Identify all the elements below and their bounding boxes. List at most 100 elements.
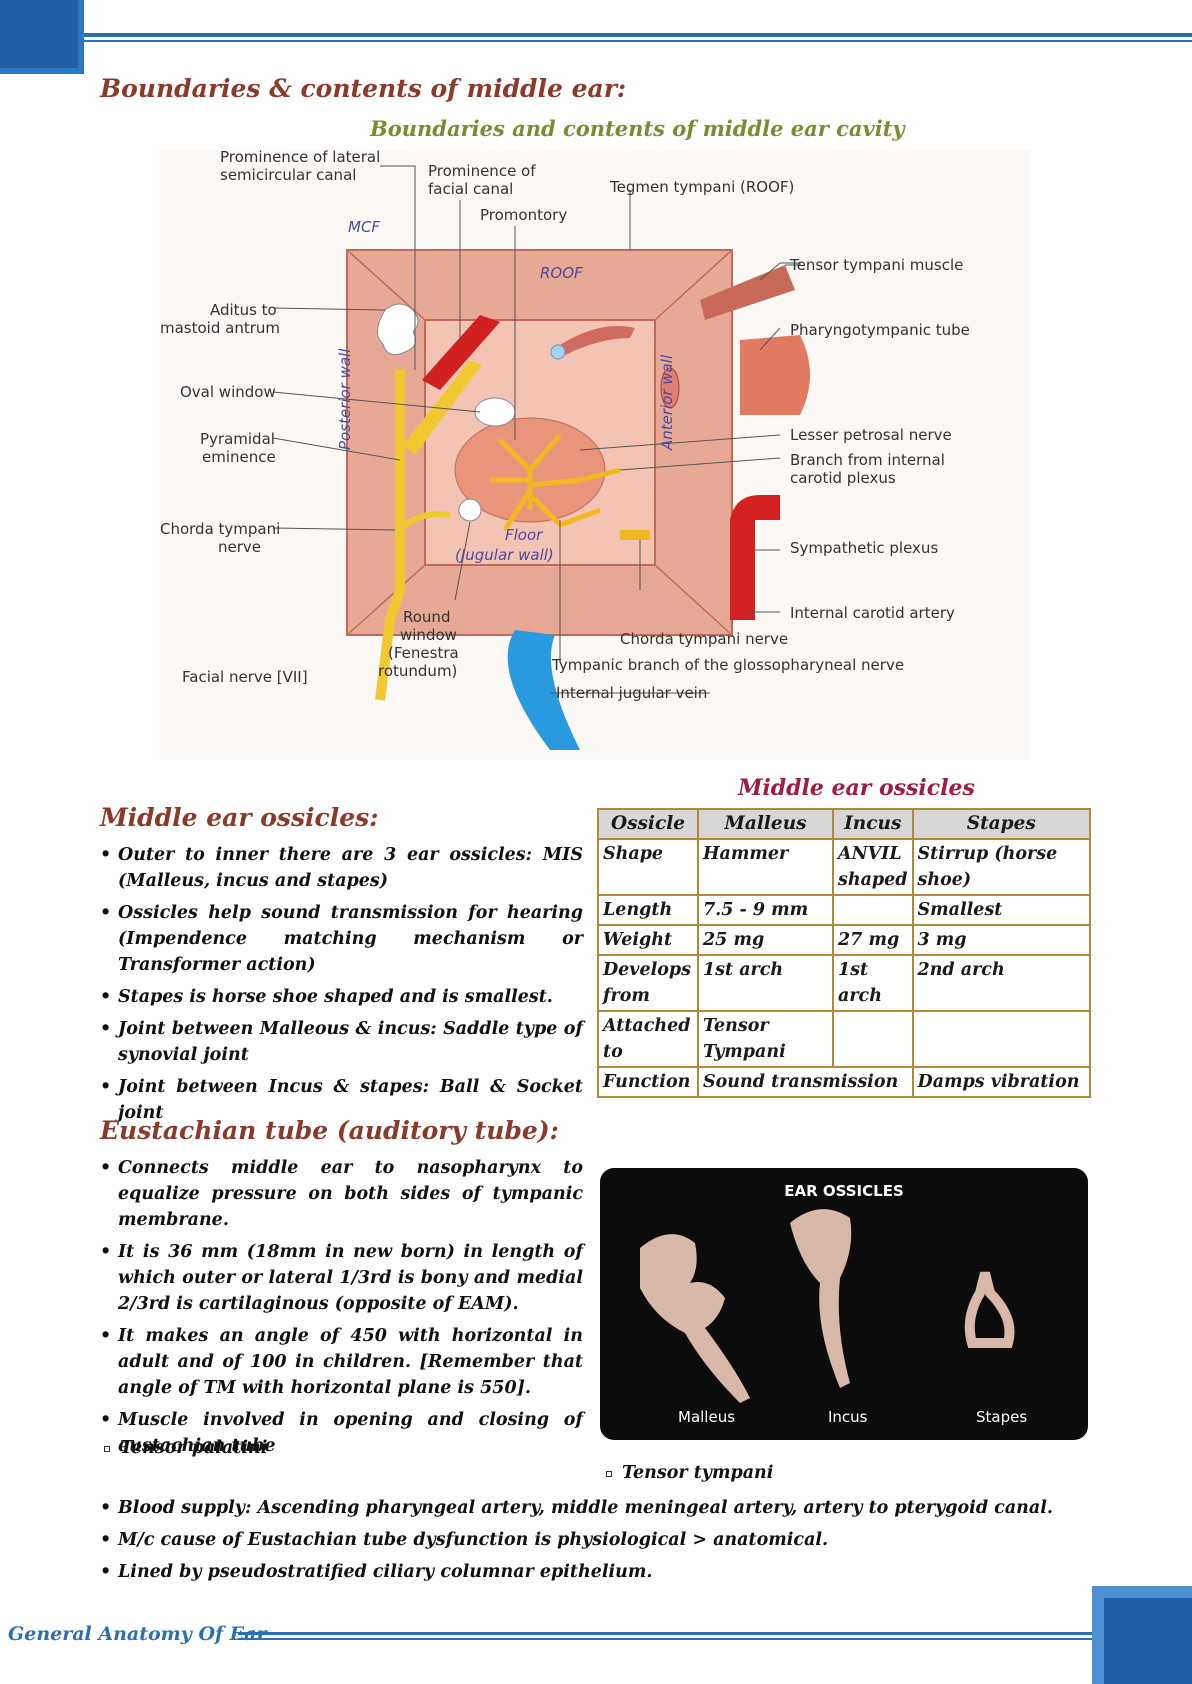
table-cell: Length	[598, 895, 698, 925]
table-header-cell: Incus	[833, 809, 913, 839]
figure-caption: Boundaries and contents of middle ear ca…	[370, 116, 905, 141]
list-item: Ossicles help sound transmission for hea…	[100, 900, 583, 978]
svg-text:semicircular canal: semicircular canal	[220, 166, 356, 184]
table-cell: Hammer	[698, 839, 833, 895]
photo-title: EAR OSSICLES	[784, 1182, 904, 1200]
table-header-cell: Stapes	[913, 809, 1090, 839]
svg-text:window: window	[400, 626, 457, 644]
table-header-cell: Malleus	[698, 809, 833, 839]
table-cell: Shape	[598, 839, 698, 895]
sub-item-tensor-palatini: Tensor palatini	[104, 1438, 267, 1458]
ear-ossicles-photo: EAR OSSICLES Malleus Incus Stapes	[600, 1168, 1088, 1440]
footer-title: General Anatomy Of Ear	[8, 1623, 267, 1645]
svg-text:eminence: eminence	[202, 448, 276, 466]
section-heading-boundaries: Boundaries & contents of middle ear:	[100, 74, 626, 103]
list-item: Stapes is horse shoe shaped and is small…	[100, 984, 583, 1010]
table-cell: Attached to	[598, 1011, 698, 1067]
table-cell: Stirrup (horse shoe)	[913, 839, 1090, 895]
sub-item-tensor-tympani: Tensor tympani	[606, 1463, 773, 1483]
table-cell: Tensor Tympani	[698, 1011, 833, 1067]
svg-text:Internal jugular vein: Internal jugular vein	[556, 684, 707, 702]
table-cell: 1st arch	[698, 955, 833, 1011]
svg-text:Prominence of lateral: Prominence of lateral	[220, 150, 380, 166]
svg-text:nerve: nerve	[218, 538, 261, 556]
list-item: Connects middle ear to nasopharynx to eq…	[100, 1155, 583, 1233]
header-rule-thin	[84, 40, 1192, 42]
list-item: It is 36 mm (18mm in new born) in length…	[100, 1239, 583, 1317]
svg-text:Pharyngotympanic tube: Pharyngotympanic tube	[790, 321, 970, 339]
photo-label-incus: Incus	[828, 1408, 868, 1426]
svg-text:Sympathetic plexus: Sympathetic plexus	[790, 539, 938, 557]
svg-text:Tensor tympani muscle: Tensor tympani muscle	[789, 256, 963, 274]
square-bullet-icon	[104, 1446, 110, 1452]
table-cell: Function	[598, 1067, 698, 1097]
svg-text:carotid plexus: carotid plexus	[790, 469, 896, 487]
table-cell: 2nd arch	[913, 955, 1090, 1011]
table-row: Length 7.5 - 9 mm Smallest	[598, 895, 1090, 925]
header-rule	[84, 33, 1192, 37]
eustachian-bottom-list: Blood supply: Ascending pharyngeal arter…	[100, 1495, 1100, 1591]
table-cell: 1st arch	[833, 955, 913, 1011]
table-row: Develops from 1st arch 1st arch 2nd arch	[598, 955, 1090, 1011]
section-heading-eustachian: Eustachian tube (auditory tube):	[100, 1116, 559, 1145]
svg-text:Tympanic branch of the glossop: Tympanic branch of the glossopharyneal n…	[551, 656, 904, 674]
list-item: Outer to inner there are 3 ear ossicles:…	[100, 842, 583, 894]
svg-text:Chorda tympani: Chorda tympani	[160, 520, 280, 538]
table-header-cell: Ossicle	[598, 809, 698, 839]
list-item: Joint between Malleous & incus: Saddle t…	[100, 1016, 583, 1068]
list-item: It makes an angle of 450 with horizontal…	[100, 1323, 583, 1401]
table-cell	[833, 895, 913, 925]
table-caption: Middle ear ossicles	[738, 775, 975, 801]
photo-label-malleus: Malleus	[678, 1408, 735, 1426]
table-cell: 25 mg	[698, 925, 833, 955]
list-item: Blood supply: Ascending pharyngeal arter…	[100, 1495, 1100, 1521]
table-cell: Weight	[598, 925, 698, 955]
table-cell: 7.5 - 9 mm	[698, 895, 833, 925]
photo-label-stapes: Stapes	[976, 1408, 1027, 1426]
table-row: Weight 25 mg 27 mg 3 mg	[598, 925, 1090, 955]
svg-text:(Fenestra: (Fenestra	[388, 644, 459, 662]
svg-text:Floor: Floor	[505, 526, 543, 544]
section-heading-ossicles: Middle ear ossicles:	[100, 803, 378, 832]
svg-text:rotundum): rotundum)	[378, 662, 457, 680]
svg-text:Branch from internal: Branch from internal	[790, 451, 945, 469]
list-item: M/c cause of Eustachian tube dysfunction…	[100, 1527, 1100, 1553]
svg-text:Prominence of: Prominence of	[428, 162, 536, 180]
table-cell	[913, 1011, 1090, 1067]
svg-text:Anterior wall: Anterior wall	[658, 354, 676, 451]
svg-text:Lesser petrosal nerve: Lesser petrosal nerve	[790, 426, 952, 444]
svg-text:(Jugular wall): (Jugular wall)	[455, 546, 554, 564]
svg-text:Facial nerve [VII]: Facial nerve [VII]	[182, 668, 308, 686]
footer-rule-thin	[238, 1638, 1092, 1640]
table-cell: 27 mg	[833, 925, 913, 955]
table-header-row: Ossicle Malleus Incus Stapes	[598, 809, 1090, 839]
middle-ear-diagram: Prominence of lateral semicircular canal…	[160, 150, 1030, 760]
top-left-corner-inner	[0, 0, 78, 68]
table-row: Shape Hammer ANVIL shaped Stirrup (horse…	[598, 839, 1090, 895]
svg-text:Promontory: Promontory	[480, 206, 567, 224]
eustachian-bullet-list: Connects middle ear to nasopharynx to eq…	[100, 1155, 583, 1465]
ossicles-table: Ossicle Malleus Incus Stapes Shape Hamme…	[597, 808, 1091, 1098]
table-cell: Develops from	[598, 955, 698, 1011]
svg-text:Pyramidal: Pyramidal	[200, 430, 275, 448]
table-row: Function Sound transmission Damps vibrat…	[598, 1067, 1090, 1097]
table-row: Attached to Tensor Tympani	[598, 1011, 1090, 1067]
table-cell: 3 mg	[913, 925, 1090, 955]
svg-text:Posterior wall: Posterior wall	[336, 348, 354, 450]
square-bullet-icon	[606, 1471, 612, 1477]
svg-text:ROOF: ROOF	[540, 264, 583, 282]
svg-text:Tegmen tympani (ROOF): Tegmen tympani (ROOF)	[609, 178, 794, 196]
table-cell: Sound transmission	[698, 1067, 913, 1097]
svg-text:Aditus to: Aditus to	[210, 301, 277, 319]
bottom-right-corner-inner	[1104, 1598, 1192, 1684]
footer-rule	[238, 1632, 1092, 1635]
ossicles-bullet-list: Outer to inner there are 3 ear ossicles:…	[100, 842, 583, 1132]
svg-text:MCF: MCF	[348, 218, 380, 236]
table-cell: ANVIL shaped	[833, 839, 913, 895]
list-item: Lined by pseudostratified ciliary column…	[100, 1559, 1100, 1585]
svg-text:facial canal: facial canal	[428, 180, 513, 198]
svg-text:Internal carotid artery: Internal carotid artery	[790, 604, 955, 622]
table-cell	[833, 1011, 913, 1067]
table-cell: Damps vibration	[913, 1067, 1090, 1097]
svg-text:Round: Round	[403, 608, 450, 626]
